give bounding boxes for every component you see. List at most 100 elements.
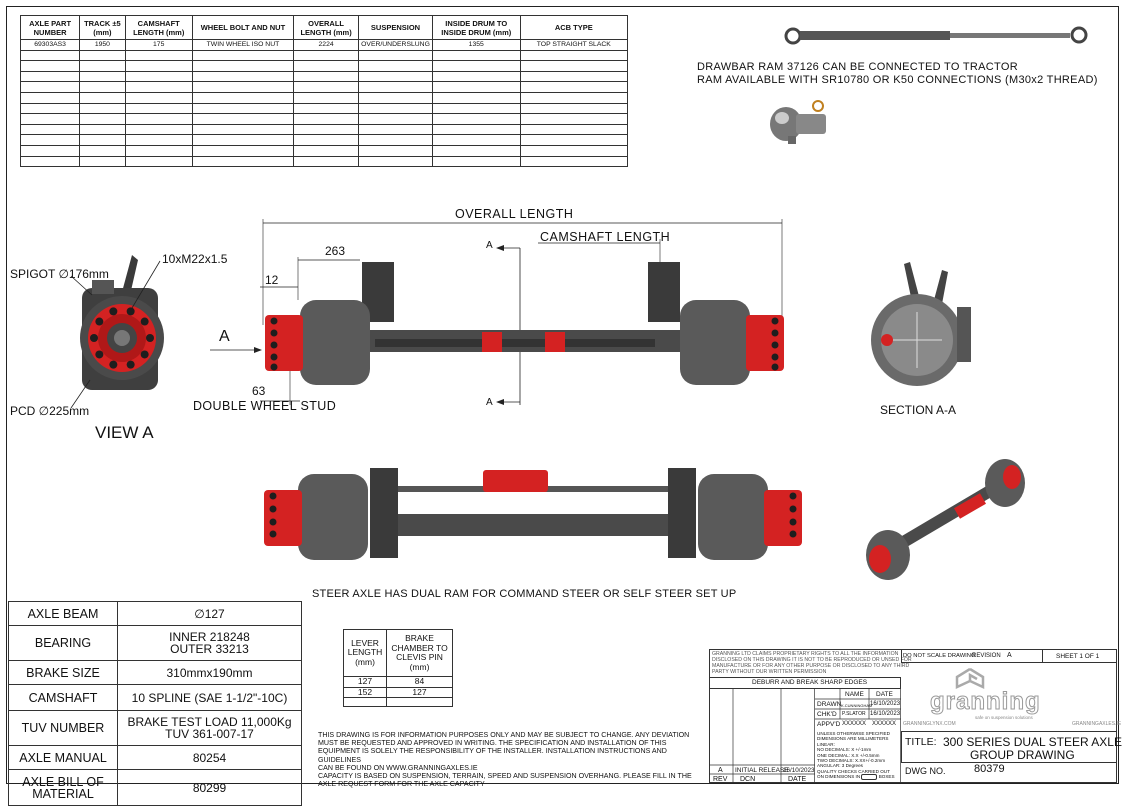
spec-empty-cell <box>293 60 360 72</box>
spec-empty-row <box>19 60 629 72</box>
lever-row <box>343 697 453 707</box>
section-a-a-drawing <box>871 262 971 386</box>
stud-label: 10xM22x1.5 <box>162 252 228 266</box>
spec-empty-cell <box>519 134 629 146</box>
spec-empty-cell <box>191 102 295 115</box>
proprietary-rights-text: GRANNING LTD CLAIMS PROPRIETARY RIGHTS T… <box>712 651 912 675</box>
name-header: NAME <box>845 691 864 698</box>
component-row: CAMSHAFT 10 SPLINE (SAE 1-1/2"-10C) <box>8 684 302 711</box>
checked-label: CHK'D <box>817 711 837 718</box>
lever-cell: 127 <box>386 686 453 698</box>
spec-empty-row <box>19 123 629 136</box>
bom-label-line2: MATERIAL <box>32 786 94 801</box>
spec-empty-cell <box>79 91 126 104</box>
spec-empty-cell <box>519 155 629 168</box>
spec-empty-cell <box>79 60 126 72</box>
tolerance-line: ONE DECIMAL: X.X +/-0.5mm <box>817 752 880 758</box>
spec-empty-cell <box>124 144 193 157</box>
tolerance-text: BOXES <box>878 774 895 780</box>
sheet-cell <box>1042 649 1117 663</box>
approved-date: XXXXXX <box>872 721 897 727</box>
spec-empty-cell <box>191 144 295 157</box>
spec-empty-cell <box>19 155 81 168</box>
view-arrow-a-label: A <box>219 328 230 345</box>
component-row: BRAKE SIZE 310mmx190mm <box>8 660 302 685</box>
spec-empty-cell <box>191 81 295 93</box>
spec-empty-cell <box>191 123 295 136</box>
spec-empty-cell <box>79 49 126 62</box>
deburr-note: DEBURR AND BREAK SHARP EDGES <box>752 679 868 686</box>
spec-empty-cell <box>19 102 81 115</box>
spec-cell: TWIN WHEEL ISO NUT <box>191 39 295 51</box>
view-a-label: VIEW A <box>95 423 154 442</box>
component-label: AXLE BEAM <box>8 601 118 626</box>
tolerance-line: LINEAR: <box>817 741 835 747</box>
title-cell <box>901 731 1117 763</box>
sheet-label: SHEET 1 OF 1 <box>1056 653 1100 660</box>
rights-line: PARTY WITHOUT OUR WRITTEN PERMISSION <box>712 669 827 675</box>
tolerance-line: ON DIMENSIONS IN BOXES <box>817 774 895 781</box>
spec-cell: 2224 <box>293 39 360 51</box>
spec-empty-cell <box>431 155 521 168</box>
view-a-leaders <box>70 275 93 409</box>
spec-empty-cell <box>124 113 193 125</box>
spec-empty-row <box>19 113 629 125</box>
rights-line: GRANNING LTD CLAIMS PROPRIETARY RIGHTS T… <box>712 651 899 657</box>
rights-line: DISCLOSED ON THIS DRAWING IT IS NOT TO B… <box>712 657 912 663</box>
component-value: 80254 <box>117 745 302 770</box>
granning-logo-icon <box>955 667 985 689</box>
spec-empty-cell <box>358 49 433 62</box>
tolerance-line: DIMENSIONS ARE MILLIMETERS <box>817 736 889 742</box>
tolerance-line: TWO DECIMALS: X.XX+/-0.2mm <box>817 758 886 764</box>
spec-empty-cell <box>358 60 433 72</box>
spec-empty-cell <box>124 102 193 115</box>
wheel-stud <box>95 317 104 326</box>
tolerance-line: UNLESS OTHERWISE SPECIFIED <box>817 731 890 736</box>
spec-empty-cell <box>293 81 360 93</box>
section-a-a-label: SECTION A-A <box>880 403 957 417</box>
tolerance-line: ANGULAR: 3 Degrees <box>817 763 863 769</box>
dim-63: 63 <box>252 384 266 398</box>
drawing-title-line2: GROUP DRAWING <box>970 748 1075 762</box>
component-value: 310mmx190mm <box>117 660 302 685</box>
spec-cell: 69303AS3 <box>19 39 81 51</box>
spec-empty-cell <box>358 144 433 157</box>
lever-cell <box>386 697 453 707</box>
spec-empty-cell <box>79 113 126 125</box>
spec-empty-cell <box>431 102 521 115</box>
dcn-header: DCN <box>740 776 756 783</box>
bom-label-line1: AXLE BILL OF <box>22 774 104 789</box>
spec-data-row: 69303AS3 1950 175 TWIN WHEEL ISO NUT 222… <box>19 39 629 51</box>
approved-label: APPV'D <box>817 721 841 728</box>
wheel-stud <box>140 317 149 326</box>
website-lynx: GRANNINGLYNX.COM <box>903 721 956 727</box>
drawn-date: 16/10/2023 <box>870 701 901 707</box>
spec-empty-cell <box>431 81 521 93</box>
spec-empty-cell <box>293 113 360 125</box>
lever-cell: 84 <box>386 676 453 688</box>
lower-axle-drawing <box>264 468 802 560</box>
spec-empty-cell <box>431 144 521 157</box>
rev-header: REV <box>713 776 728 783</box>
spec-header: OVERALL LENGTH (mm) <box>293 15 360 40</box>
disclaimer-line: THIS DRAWING IS FOR INFORMATION PURPOSES… <box>318 731 690 739</box>
do-not-scale: DO NOT SCALE DRAWING <box>903 653 976 659</box>
spec-empty-cell <box>358 134 433 146</box>
spec-empty-cell <box>124 123 193 136</box>
lever-header: BRAKE CHAMBER TO CLEVIS PIN (mm) <box>386 629 453 677</box>
tolerance-line: QUALITY CHECKS CARRIED OUT <box>817 768 890 774</box>
dwg-no-label: DWG NO. <box>905 766 946 776</box>
tuv-number: TUV 361-007-17 <box>165 727 254 741</box>
spec-empty-cell <box>79 155 126 168</box>
spec-empty-cell <box>19 70 81 83</box>
spec-empty-cell <box>191 91 295 104</box>
approved-name: XXXXXX <box>842 721 867 727</box>
spec-empty-cell <box>124 49 193 62</box>
drawing-title-line1: 300 SERIES DUAL STEER AXLE <box>943 735 1122 749</box>
section-a-bottom: A <box>486 397 493 408</box>
component-row: AXLE MANUAL 80254 <box>8 745 302 770</box>
spec-header: INSIDE DRUM TO INSIDE DRUM (mm) <box>431 15 521 40</box>
spec-empty-cell <box>19 91 81 104</box>
